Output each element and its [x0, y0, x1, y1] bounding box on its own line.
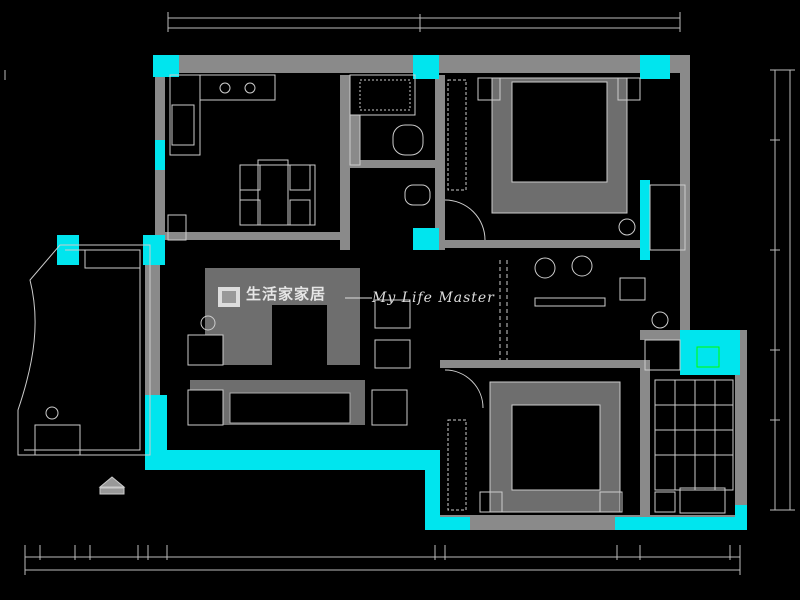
study	[534, 255, 681, 371]
brand-logo-icon	[218, 286, 240, 307]
bathroom-top	[349, 74, 431, 206]
brand-name: 生活家家居	[246, 285, 327, 303]
balcony	[17, 244, 151, 495]
bedroom-bottom	[444, 369, 623, 513]
living-room	[187, 260, 508, 426]
bedroom-top	[444, 77, 686, 251]
brand-tagline: My Life Master	[372, 290, 495, 306]
brand-watermark: 生活家家居	[218, 286, 326, 307]
dimension-lines	[4, 12, 795, 575]
bathroom-bottom	[654, 346, 734, 514]
kitchen	[167, 74, 316, 241]
